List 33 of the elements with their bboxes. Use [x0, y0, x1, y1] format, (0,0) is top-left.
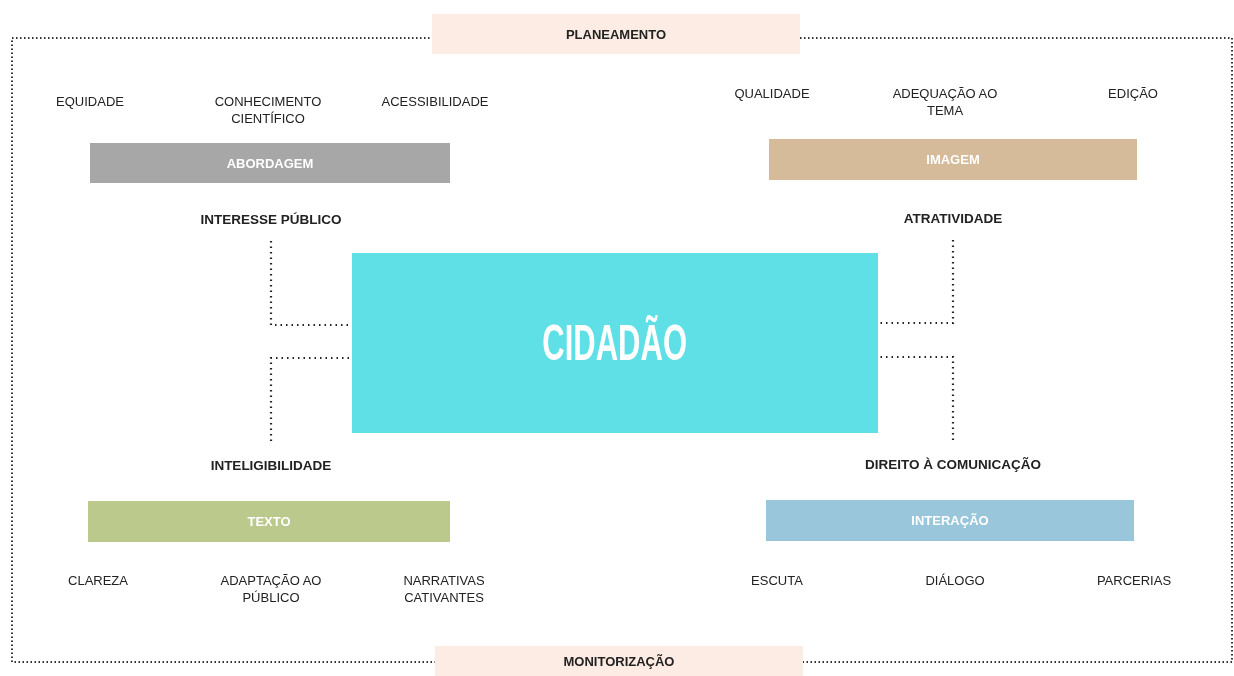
dotted-connector [878, 240, 955, 325]
criterion-label: ATRATIVIDADE [903, 210, 1003, 226]
attribute-label: ESCUTA [750, 572, 804, 589]
category-band [432, 14, 800, 54]
central-box [352, 253, 878, 433]
band-title: MONITORIZAÇÃO [563, 653, 675, 669]
dotted-connector [878, 355, 955, 440]
category-band [766, 500, 1134, 541]
attribute-label: CLAREZA [67, 572, 129, 589]
dotted-connector [269, 356, 352, 441]
criterion-label: DIREITO À COMUNICAÇÃO [865, 456, 1041, 472]
category-band [435, 646, 803, 676]
band-title: PLANEAMENTO [565, 26, 667, 42]
central-title: CIDADÃO [542, 314, 688, 372]
criterion-label: INTELIGIBILIDADE [210, 457, 332, 473]
category-band [90, 143, 450, 183]
attribute-label: PARCERIAS [1095, 572, 1173, 589]
category-band [88, 501, 450, 542]
attribute-label: ACESSIBILIDADE [380, 93, 490, 110]
band-title: IMAGEM [926, 152, 980, 167]
band-title: INTERAÇÃO [911, 513, 989, 528]
attribute-label: ADEQUAÇÃO AO TEMA [891, 85, 999, 119]
attribute-label: NARRATIVAS CATIVANTES [402, 572, 486, 606]
criterion-label: INTERESSE PÚBLICO [200, 211, 342, 227]
category-band [769, 139, 1137, 180]
attribute-label: ADAPTAÇÃO AO PÚBLICO [219, 572, 323, 606]
attribute-label: CONHECIMENTO CIENTÍFICO [213, 93, 323, 127]
attribute-label: DIÁLOGO [924, 572, 986, 589]
band-title: ABORDAGEM [226, 155, 314, 171]
attribute-label: QUALIDADE [733, 85, 811, 102]
band-title: TEXTO [247, 514, 291, 529]
attribute-label: EDIÇÃO [1107, 85, 1159, 102]
attribute-label: EQUIDADE [55, 93, 125, 110]
